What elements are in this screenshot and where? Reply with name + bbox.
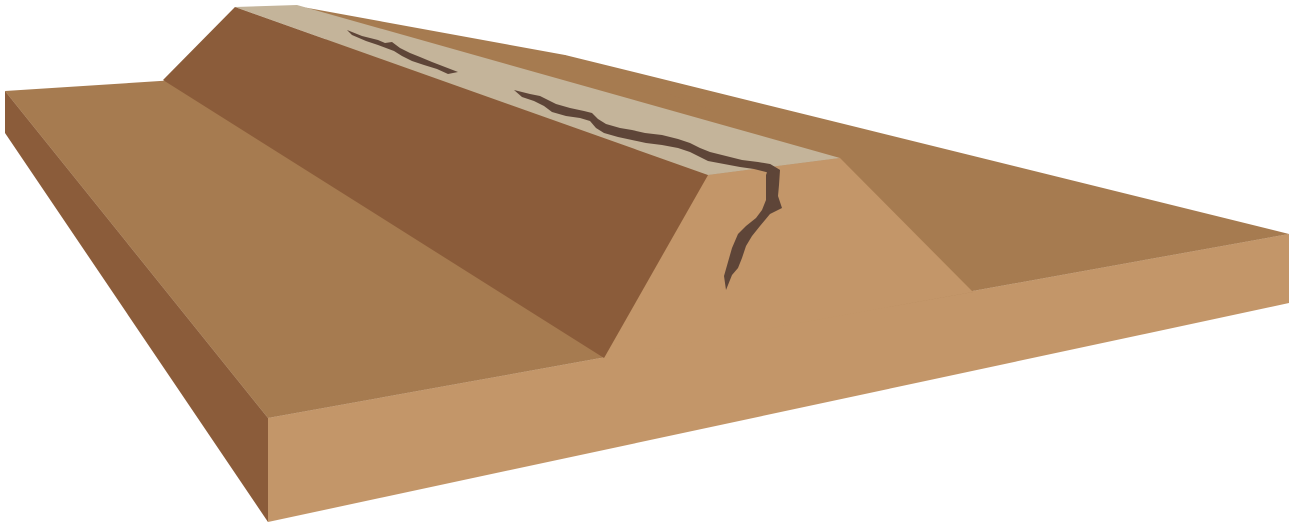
- embankment-crack-diagram: [0, 0, 1295, 525]
